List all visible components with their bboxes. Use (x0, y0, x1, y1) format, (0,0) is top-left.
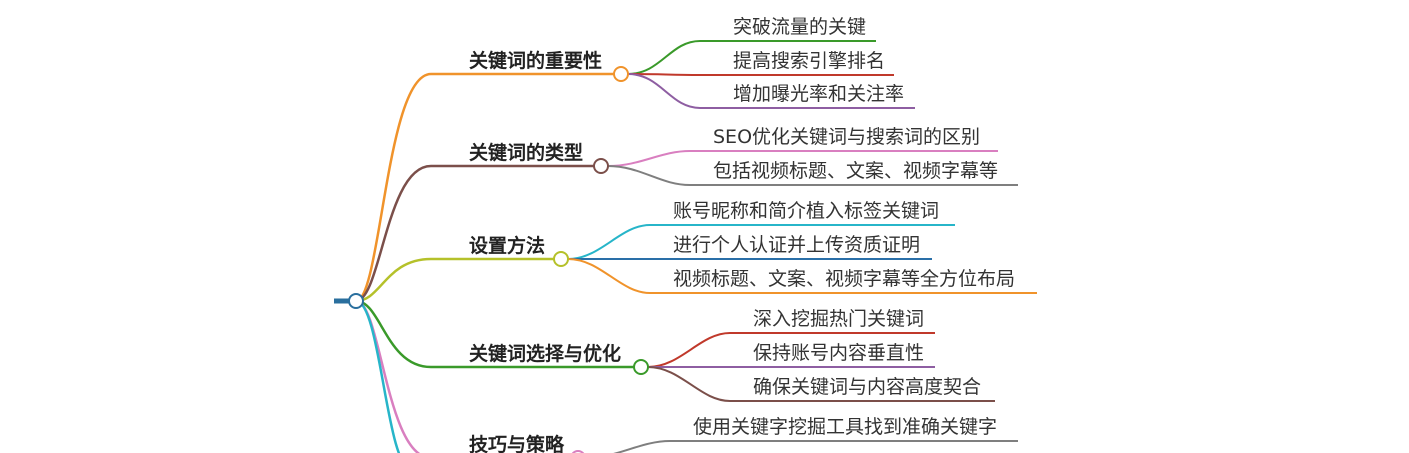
leaf-topic[interactable]: 确保关键词与内容高度契合 (753, 376, 982, 398)
branch-node-toggle[interactable] (553, 251, 569, 267)
leaf-connector (627, 73, 915, 109)
leaf-topic[interactable]: 进行个人认证并上传资质证明 (673, 234, 921, 256)
leaf-connector (647, 332, 935, 368)
leaf-topic[interactable]: 保持账号内容垂直性 (753, 342, 925, 364)
leaf-topic[interactable]: 视频标题、文案、视频字幕等全方位布局 (673, 268, 1016, 290)
leaf-connector (647, 366, 995, 402)
leaf-topic[interactable]: 包括视频标题、文案、视频字幕等 (713, 160, 999, 182)
leaf-connector (567, 224, 955, 260)
leaf-topic[interactable]: 使用关键字挖掘工具找到准确关键字 (693, 416, 998, 438)
branch-topic[interactable]: 技巧与策略 (469, 434, 565, 453)
branch-node-toggle[interactable] (613, 66, 629, 82)
branch-connector (355, 164, 594, 303)
leaf-topic[interactable]: 提高搜索引擎排名 (733, 50, 886, 72)
leaf-connector (607, 150, 998, 167)
leaf-topic[interactable]: SEO优化关键词与搜索词的区别 (713, 126, 981, 148)
root-node-toggle[interactable] (348, 293, 364, 309)
branch-connector (355, 257, 554, 303)
branch-connector (355, 299, 634, 369)
branch-topic[interactable]: 关键词的类型 (469, 142, 584, 164)
leaf-topic[interactable]: 增加曝光率和关注率 (733, 83, 905, 105)
leaf-connector (607, 165, 1018, 186)
leaf-connector (613, 440, 1018, 453)
branch-topic[interactable]: 设置方法 (469, 235, 546, 257)
branch-connector (355, 72, 614, 303)
branch-node-toggle[interactable] (633, 359, 649, 375)
branch-connector (355, 299, 401, 453)
branch-topic[interactable]: 关键词选择与优化 (469, 343, 622, 365)
branch-topic[interactable]: 关键词的重要性 (469, 50, 603, 72)
branch-node-toggle[interactable] (593, 158, 609, 174)
leaf-topic[interactable]: 账号昵称和简介植入标签关键词 (673, 200, 940, 222)
branch-connector (355, 299, 421, 453)
leaf-topic[interactable]: 深入挖掘热门关键词 (753, 308, 925, 330)
leaf-connector (567, 258, 1037, 294)
leaf-connector (627, 40, 876, 75)
leaf-topic[interactable]: 突破流量的关键 (733, 16, 867, 38)
leaf-connector (627, 73, 894, 76)
